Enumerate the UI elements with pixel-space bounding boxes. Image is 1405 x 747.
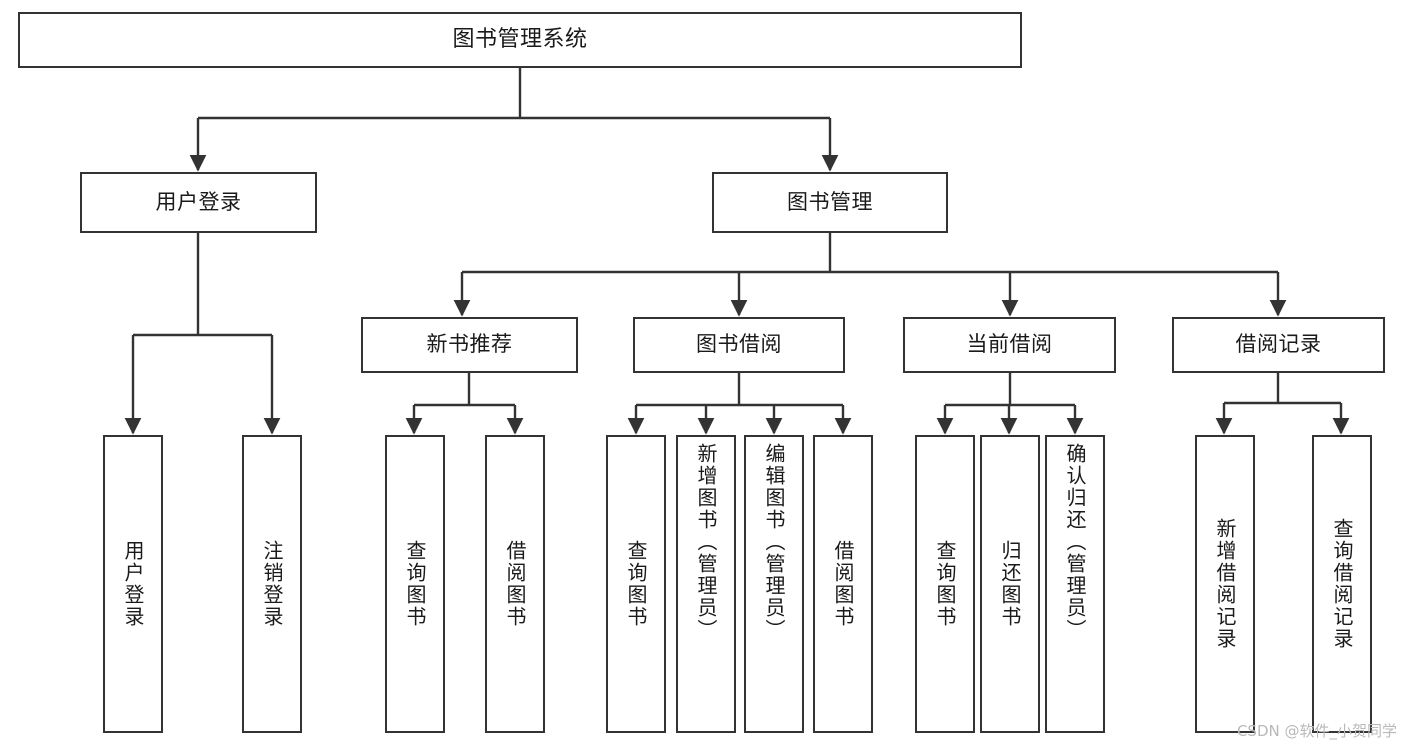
leaf-borrow-add-book-admin[interactable]: 新增图书（管理员） [676,435,736,733]
node-new-book-recommend-label: 新书推荐 [426,332,513,357]
leaf-new-book-query[interactable]: 查询图书 [385,435,445,733]
leaf-record-add-record-label: 新增借阅记录 [1213,518,1237,650]
leaf-current-query-book[interactable]: 查询图书 [915,435,975,733]
node-borrow-record-label: 借阅记录 [1235,332,1322,357]
node-book-management-label: 图书管理 [787,189,873,214]
node-new-book-recommend[interactable]: 新书推荐 [361,317,578,373]
node-book-management[interactable]: 图书管理 [712,172,948,233]
leaf-record-query-record[interactable]: 查询借阅记录 [1312,435,1372,733]
leaf-borrow-add-book-admin-label: 新增图书（管理员） [694,443,718,641]
leaf-record-query-record-label: 查询借阅记录 [1330,518,1354,650]
leaf-borrow-query-book-label: 查询图书 [624,540,648,628]
node-borrow-record[interactable]: 借阅记录 [1172,317,1385,373]
csdn-watermark: CSDN @软件_小贺同学 [1236,722,1397,740]
node-user-login[interactable]: 用户登录 [80,172,317,233]
leaf-user-login-login[interactable]: 用户登录 [103,435,163,733]
leaf-borrow-edit-book-admin[interactable]: 编辑图书（管理员） [744,435,804,733]
leaf-current-confirm-return-admin-label: 确认归还（管理员） [1063,443,1087,641]
leaf-new-book-query-label: 查询图书 [403,540,427,628]
leaf-borrow-borrow-book[interactable]: 借阅图书 [813,435,873,733]
node-root-label: 图书管理系统 [452,26,588,52]
node-current-borrow[interactable]: 当前借阅 [903,317,1116,373]
leaf-borrow-edit-book-admin-label: 编辑图书（管理员） [762,443,786,641]
leaf-user-login-login-label: 用户登录 [121,540,145,628]
leaf-new-book-borrow-label: 借阅图书 [503,540,527,628]
leaf-user-login-logout[interactable]: 注销登录 [242,435,302,733]
leaf-borrow-borrow-book-label: 借阅图书 [831,540,855,628]
node-book-borrow-label: 图书借阅 [696,332,782,357]
leaf-borrow-query-book[interactable]: 查询图书 [606,435,666,733]
node-root-book-management-system[interactable]: 图书管理系统 [18,12,1022,68]
leaf-record-add-record[interactable]: 新增借阅记录 [1195,435,1255,733]
leaf-current-query-book-label: 查询图书 [933,540,957,628]
node-book-borrow[interactable]: 图书借阅 [633,317,845,373]
leaf-current-return-book-label: 归还图书 [998,540,1022,628]
leaf-user-login-logout-label: 注销登录 [260,540,284,628]
leaf-new-book-borrow[interactable]: 借阅图书 [485,435,545,733]
leaf-current-confirm-return-admin[interactable]: 确认归还（管理员） [1045,435,1105,733]
node-user-login-label: 用户登录 [155,189,242,214]
node-current-borrow-label: 当前借阅 [966,332,1053,357]
leaf-current-return-book[interactable]: 归还图书 [980,435,1040,733]
